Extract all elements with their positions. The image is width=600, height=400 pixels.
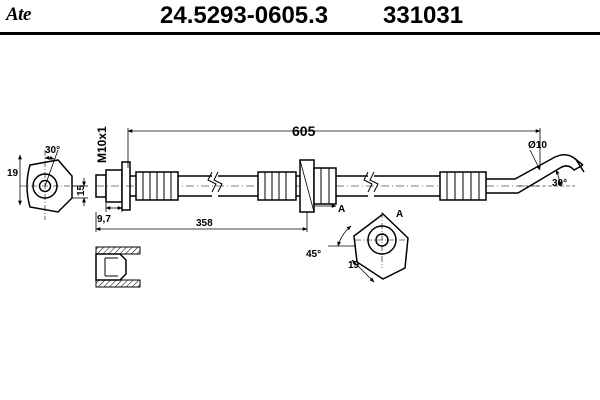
bent-tube-end	[486, 154, 584, 194]
bend-angle-label: 30°	[552, 178, 567, 189]
bracket-position-label: 358	[196, 218, 213, 229]
fitting-width-label: 9,7	[97, 214, 111, 225]
bracket-detail-view	[328, 212, 410, 283]
middle-crimp-sleeve	[257, 171, 297, 201]
bracket-nut	[313, 167, 337, 205]
fitting-depth-label: 15	[76, 184, 87, 196]
header-bar: Ate 24.5293-0605.3 331031	[0, 0, 600, 35]
section-a-marker: A	[338, 204, 345, 215]
overall-length-label: 605	[292, 123, 316, 139]
bend-diameter-label: Ø10	[528, 140, 547, 151]
fitting-section-view	[95, 246, 141, 288]
left-flange-angle-label: 30°	[45, 145, 60, 156]
thread-size-label: M10x1	[95, 126, 109, 163]
reference-number: 331031	[383, 2, 464, 29]
left-flange-width-label: 19	[7, 168, 19, 179]
hose-assembly	[95, 154, 585, 213]
left-flange-outline	[26, 159, 73, 213]
detail-a-marker: A	[396, 209, 403, 220]
bracket-width-label: 19	[348, 260, 360, 271]
brand-logo: Ate	[6, 4, 31, 25]
bracket-angle-label: 45°	[306, 249, 321, 260]
header-rule	[0, 32, 600, 35]
bracket-detail-outline	[353, 213, 409, 280]
left-flange-view	[18, 149, 88, 220]
part-number: 24.5293-0605.3	[160, 2, 329, 29]
